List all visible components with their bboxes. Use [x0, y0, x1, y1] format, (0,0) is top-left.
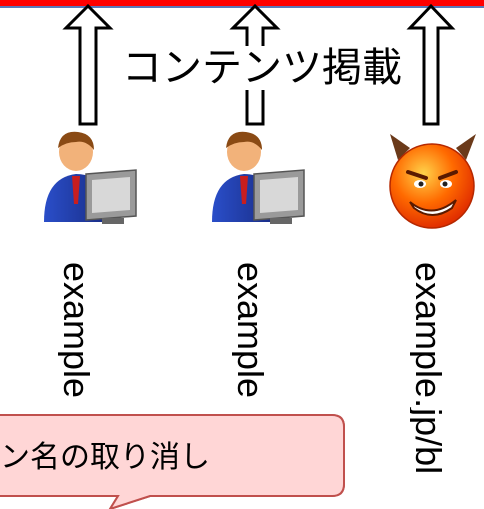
host-label: example [232, 262, 268, 399]
user-computer-icon [212, 131, 305, 224]
header-bar [0, 0, 484, 8]
callout-text: ン名の取り消し [0, 440, 210, 475]
upload-arrow-3 [406, 3, 456, 126]
devil-face-icon [389, 134, 476, 229]
arrow-caption: コンテンツ掲載 [122, 45, 402, 91]
upload-arrow-1 [62, 3, 114, 126]
host-label: example.jp/bl [410, 262, 446, 475]
user-computer-icon [44, 131, 137, 224]
host-label: example [58, 262, 94, 399]
